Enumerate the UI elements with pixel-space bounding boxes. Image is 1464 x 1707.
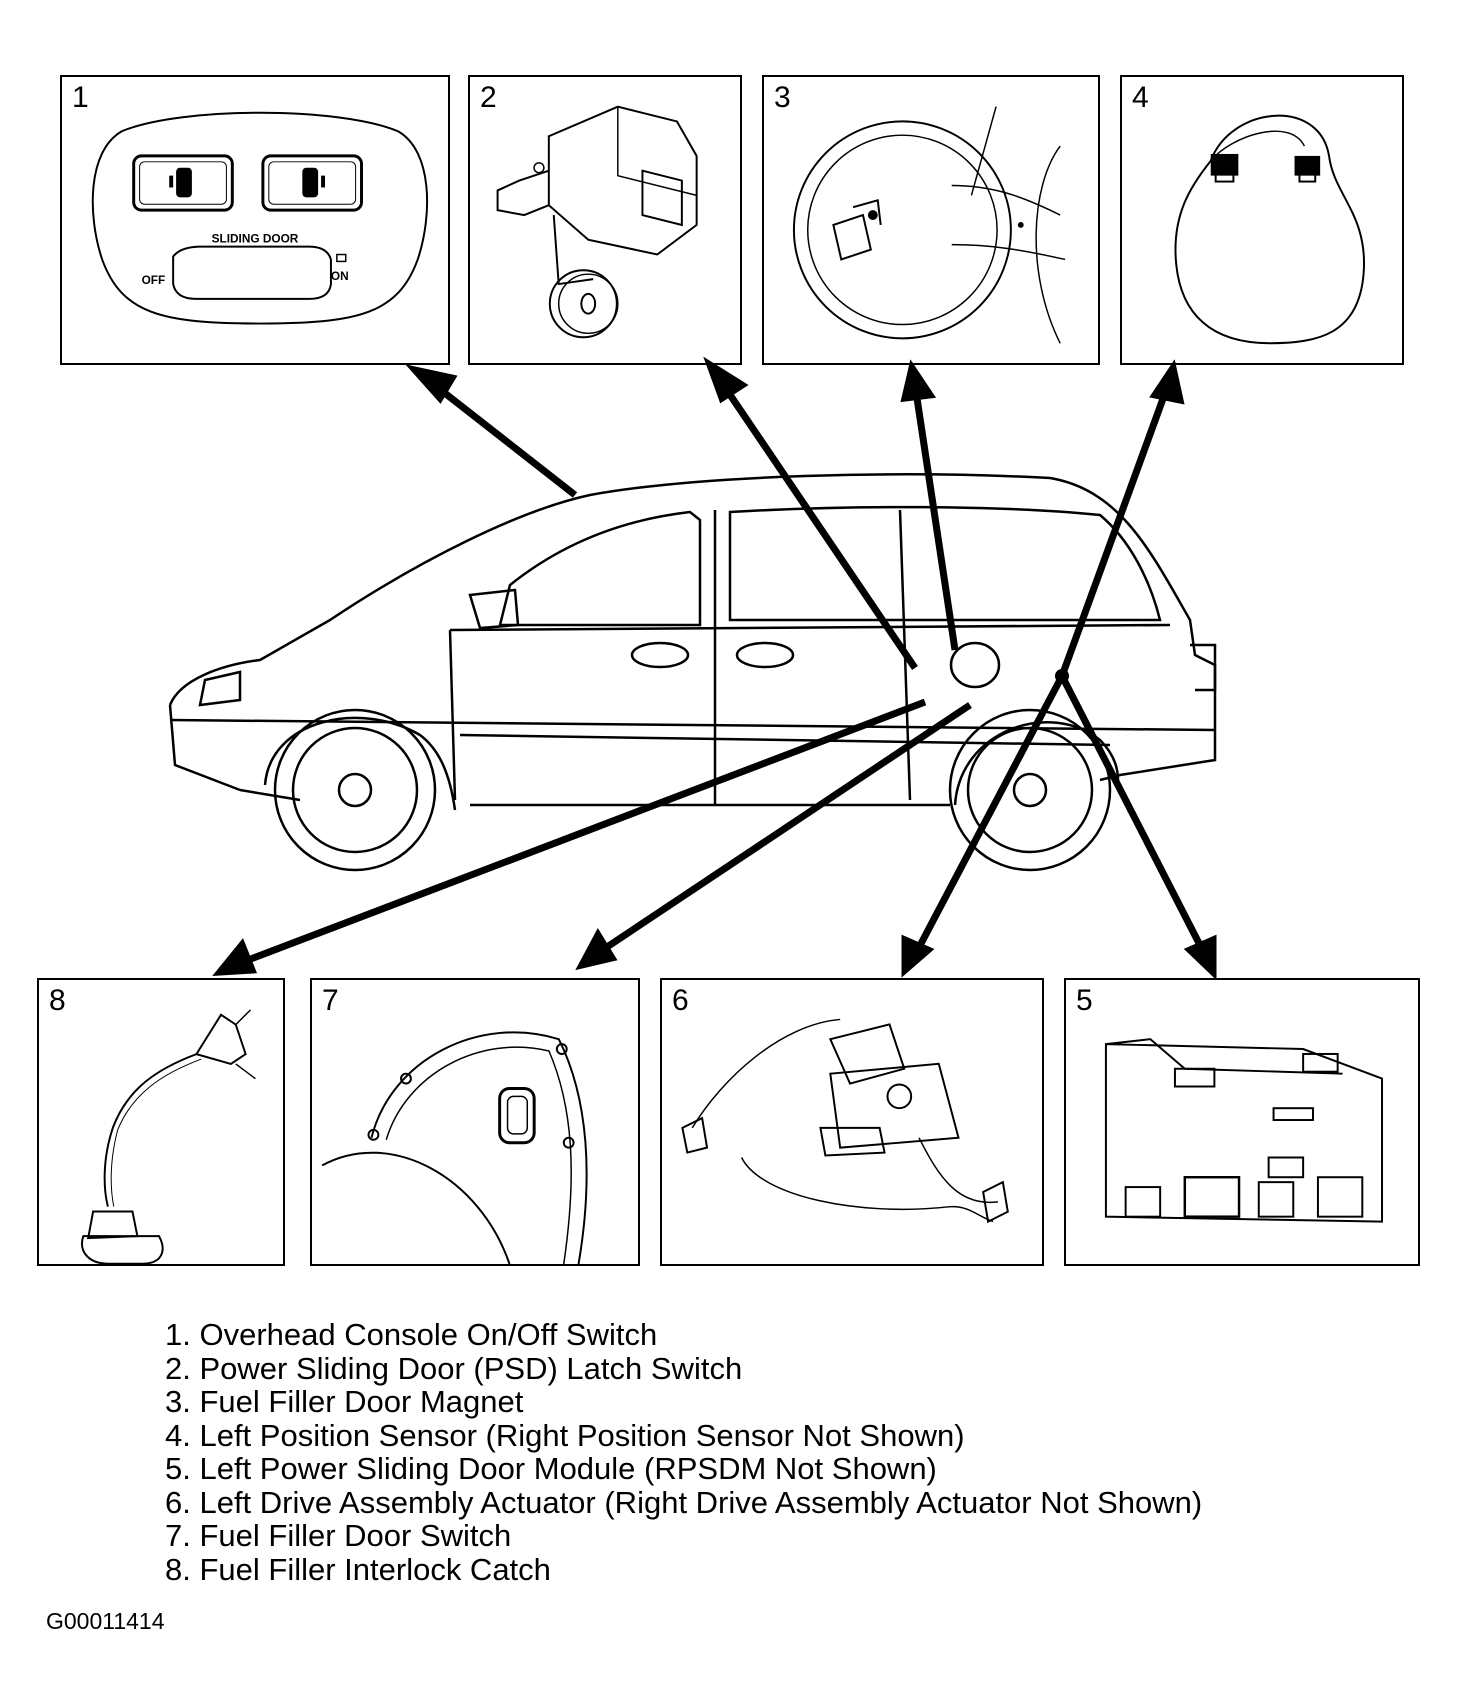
door-module-illustration xyxy=(1104,1038,1384,1223)
position-sensor-illustration xyxy=(1174,114,1365,345)
panel-number: 5 xyxy=(1076,984,1093,1017)
panel-number: 7 xyxy=(322,984,339,1017)
panel-6-left-drive-assembly-actuator: 6 xyxy=(660,978,1044,1266)
panel-number: 6 xyxy=(672,984,689,1017)
legend-item: 5. Left Power Sliding Door Module (RPSDM… xyxy=(165,1451,937,1486)
panel-4-left-position-sensor: 4 xyxy=(1120,75,1404,365)
legend-item: 6. Left Drive Assembly Actuator (Right D… xyxy=(165,1484,1203,1520)
drive-actuator-illustration xyxy=(681,1018,1009,1224)
legend-item: 4. Left Position Sensor (Right Position … xyxy=(165,1417,965,1453)
panel-7-fuel-filler-door-switch: 7 xyxy=(310,978,640,1266)
legend-item: 2. Power Sliding Door (PSD) Latch Switch xyxy=(165,1350,743,1386)
legend: 1. Overhead Console On/Off Switch 2. Pow… xyxy=(165,1318,1202,1586)
legend-item: 8. Fuel Filler Interlock Catch xyxy=(165,1551,551,1587)
panel-number: 8 xyxy=(49,984,66,1017)
minivan-illustration xyxy=(168,473,1217,872)
door-magnet-illustration xyxy=(792,106,1066,344)
panel-number: 1 xyxy=(72,81,89,114)
legend-item: 7. Fuel Filler Door Switch xyxy=(165,1518,512,1553)
branch-point xyxy=(1055,669,1069,683)
panel-number: 3 xyxy=(774,81,791,114)
interlock-catch-illustration xyxy=(81,1009,256,1264)
legend-item: 1. Overhead Console On/Off Switch xyxy=(165,1317,658,1352)
panel-5-left-power-sliding-door-module: 5 xyxy=(1064,978,1420,1266)
figure-id: G00011414 xyxy=(46,1608,165,1634)
panel-8-fuel-filler-interlock-catch: 8 xyxy=(37,978,285,1266)
callout-arrows xyxy=(212,356,1217,981)
panel-3-fuel-filler-door-magnet: 3 xyxy=(762,75,1100,365)
on-label: ON xyxy=(331,269,349,283)
latch-switch-illustration xyxy=(496,105,698,339)
panel-2-psd-latch-switch: 2 xyxy=(468,75,742,365)
off-label: OFF xyxy=(142,273,166,287)
overhead-console-illustration: SLIDING DOOR OFF ON xyxy=(91,111,429,325)
door-switch-illustration xyxy=(321,1031,588,1264)
sliding-door-label: SLIDING DOOR xyxy=(212,232,299,246)
legend-item: 3. Fuel Filler Door Magnet xyxy=(165,1384,524,1419)
panel-number: 2 xyxy=(480,81,497,114)
panel-1-overhead-console: 1 SLIDING DOOR OFF ON xyxy=(60,75,450,365)
panel-number: 4 xyxy=(1132,81,1149,114)
